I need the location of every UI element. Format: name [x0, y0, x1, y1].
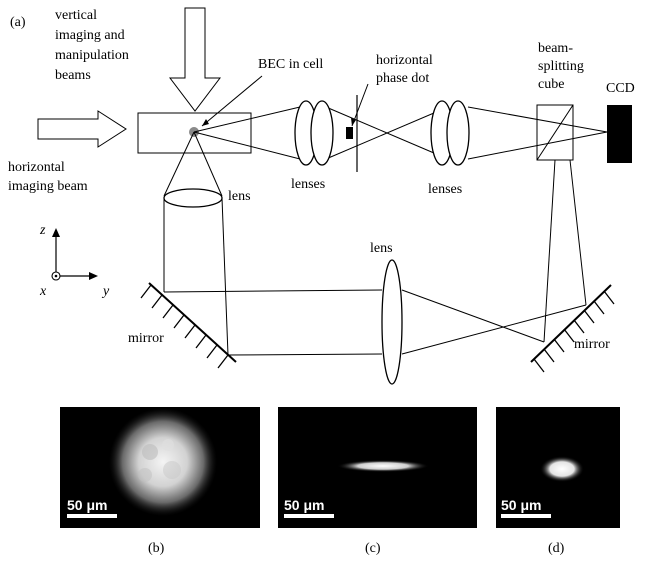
vertical-beam-arrow-icon	[168, 7, 222, 112]
ccd-sensor	[607, 105, 632, 163]
bec-cell	[137, 112, 252, 154]
coordinate-axes	[51, 228, 98, 281]
ray	[193, 106, 301, 133]
bec-pointer	[201, 75, 263, 127]
bec-label: BEC in cell	[258, 57, 323, 72]
panel-d-label: (d)	[548, 541, 565, 556]
lenses-left-label: lenses	[291, 177, 325, 192]
cube-diagonal	[536, 104, 574, 161]
lenses-right-label: lenses	[428, 182, 462, 197]
ray	[193, 131, 301, 160]
scale-bar-c	[284, 514, 334, 518]
panel-c-label: (c)	[365, 541, 381, 556]
lens-big	[381, 259, 403, 385]
scale-label-d: 50 μm	[501, 497, 541, 513]
ray	[569, 159, 587, 306]
phase-dot-label: horizontal phase dot	[376, 53, 436, 86]
horizontal-beam-label: horizontal imaging beam	[8, 160, 88, 194]
ray	[543, 159, 556, 343]
atom-cloud-d	[540, 456, 584, 482]
atom-cloud-b	[109, 408, 217, 516]
panel-a-label: (a)	[10, 15, 26, 30]
cube-label: beam- splitting cube	[538, 41, 587, 92]
mirror-left-label: mirror	[128, 331, 164, 346]
phase-dot-pointer	[351, 83, 369, 127]
atom-cloud-c	[337, 460, 429, 472]
ray	[193, 131, 223, 197]
lens-big-label: lens	[370, 241, 393, 256]
z-axis-arrowhead-icon	[52, 228, 60, 237]
horizontal-beam-arrow-icon	[37, 110, 127, 148]
scale-label-c: 50 μm	[284, 497, 324, 513]
mirror-right-label: mirror	[574, 337, 610, 352]
ray	[163, 289, 383, 293]
axis-z-label: z	[39, 223, 46, 238]
scale-bar-b	[67, 514, 117, 518]
image-panel-c: 50 μm	[278, 407, 477, 528]
ray	[221, 197, 229, 356]
lens-small	[163, 188, 223, 208]
axis-x-label: x	[39, 284, 47, 299]
phase-dot-arrowhead-icon	[351, 118, 356, 126]
axis-y-label: y	[101, 284, 110, 299]
mirror-left	[140, 282, 237, 369]
ray	[401, 289, 545, 343]
ray	[163, 131, 195, 197]
y-axis-arrowhead-icon	[89, 272, 98, 280]
ccd-label: CCD	[606, 81, 635, 96]
mirror-right	[530, 284, 615, 373]
ray	[325, 106, 449, 160]
scale-label-b: 50 μm	[67, 497, 107, 513]
phase-dot	[346, 127, 353, 139]
image-panel-d: 50 μm	[496, 407, 620, 528]
scale-bar-d	[501, 514, 551, 518]
panel-b-label: (b)	[148, 541, 165, 556]
vertical-beams-label: vertical imaging and manipulation beams	[55, 8, 132, 83]
image-panel-b: 50 μm	[60, 407, 260, 528]
ray	[401, 304, 587, 355]
lens-small-label: lens	[228, 189, 251, 204]
lens-right-2	[446, 100, 470, 166]
lens-left-2	[310, 100, 334, 166]
ray	[227, 353, 383, 356]
bec-pointer-arrowhead-icon	[202, 119, 209, 126]
